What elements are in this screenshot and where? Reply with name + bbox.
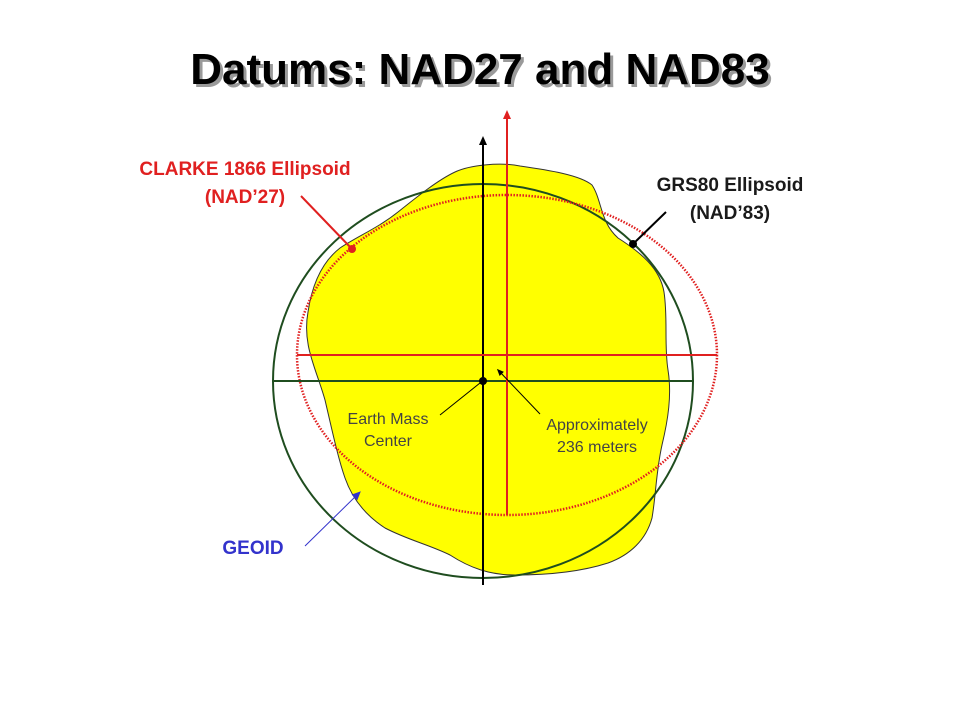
offset-label-line2: 236 meters bbox=[557, 439, 637, 456]
grs80-label-line1: GRS80 Ellipsoid bbox=[657, 175, 804, 196]
clarke-pointer bbox=[300, 195, 353, 250]
title-shadow: Datums: NAD27 and NAD83 bbox=[193, 48, 772, 97]
clarke-label-line1: CLARKE 1866 Ellipsoid bbox=[139, 159, 350, 180]
geoid-label: GEOID bbox=[222, 538, 283, 559]
offset-label-line1: Approximately bbox=[546, 417, 647, 434]
earth-mass-center-dot bbox=[479, 377, 487, 385]
clarke-pointer-dot bbox=[348, 245, 356, 253]
page-title: Datums: NAD27 and NAD83 bbox=[190, 45, 769, 94]
earth-mass-leader bbox=[439, 382, 481, 416]
grs80-label-line2: (NAD’83) bbox=[690, 203, 770, 224]
grs80-pointer-dot bbox=[629, 240, 637, 248]
geoid-shape bbox=[306, 163, 671, 576]
geoid-pointer bbox=[304, 491, 361, 547]
offset-leader bbox=[496, 368, 541, 415]
earth-mass-label-line2: Center bbox=[364, 433, 413, 450]
clarke-label-line2: (NAD’27) bbox=[205, 187, 285, 208]
grs80-pointer bbox=[632, 211, 667, 245]
earth-mass-label-line1: Earth Mass bbox=[348, 411, 429, 428]
